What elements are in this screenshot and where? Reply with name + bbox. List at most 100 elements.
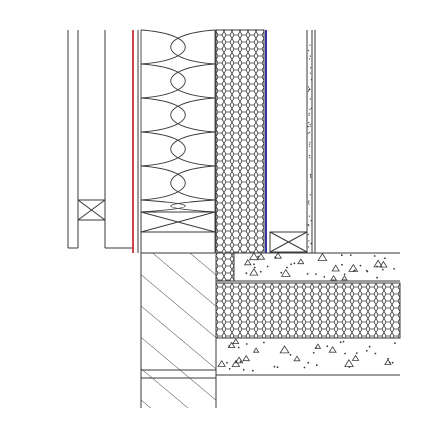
- stipple-dot: [307, 90, 309, 92]
- stipple-dot: [308, 225, 310, 227]
- stipple-dot: [308, 215, 311, 217]
- aggregate-dot: [306, 272, 309, 275]
- aggregate-triangle: [256, 252, 266, 260]
- aggregate-triangle: [248, 252, 259, 261]
- aggregate-dot: [226, 361, 228, 364]
- mineral-wool-insulation: [140, 29, 216, 253]
- aggregate-triangle: [273, 252, 283, 259]
- aggregate-triangle: [280, 268, 291, 277]
- aggregate-dot: [349, 254, 352, 257]
- aggregate-dot: [314, 273, 317, 276]
- stipple-dot: [307, 224, 309, 226]
- aggregate-dot: [245, 272, 248, 275]
- stipple-dot: [309, 194, 311, 196]
- aggregate-triangle: [351, 354, 360, 361]
- aggregate-dot: [262, 341, 265, 344]
- aggregate-dot: [341, 263, 343, 266]
- aggregate-triangle: [317, 252, 328, 261]
- aggregate-dot: [289, 353, 292, 356]
- aggregate-dot: [312, 351, 315, 354]
- stipple-dot: [310, 176, 312, 178]
- aggregate-dot: [352, 270, 355, 273]
- aggregate-triangle: [293, 355, 301, 362]
- stipple-dot: [308, 89, 310, 91]
- aggregate-triangle: [379, 260, 388, 268]
- aggregate-dot: [373, 255, 376, 257]
- aggregate-triangle: [227, 341, 236, 348]
- stipple-dot: [309, 123, 311, 125]
- aggregate-dot: [266, 265, 269, 268]
- aggregate-dot: [387, 357, 390, 360]
- aggregate-triangle: [249, 268, 259, 276]
- aggregate-triangle: [217, 359, 226, 367]
- aggregate-dot: [239, 360, 242, 363]
- aggregate-dot: [344, 352, 347, 355]
- aggregate-triangle: [297, 258, 305, 265]
- aggregate-dot: [303, 366, 306, 369]
- stipple-dot: [307, 233, 309, 236]
- aggregate-dot: [323, 275, 326, 278]
- stipple-dot: [309, 145, 311, 147]
- stipple-dot: [308, 246, 310, 248]
- stipple-dot: [308, 240, 310, 242]
- aggregate-dot: [307, 361, 310, 364]
- stipple-dot: [309, 125, 311, 127]
- aggregate-dot: [394, 342, 396, 345]
- aggregate-dot: [314, 347, 317, 349]
- lining-stipple: [307, 44, 312, 248]
- aggregate-dot: [290, 263, 293, 266]
- concrete-slab-top: [233, 252, 400, 282]
- inner-lining: [269, 30, 316, 253]
- aggregate-dot: [368, 345, 371, 348]
- stipple-dot: [307, 86, 310, 88]
- bottom-plate: [140, 211, 216, 254]
- aggregate-dot: [343, 273, 346, 276]
- stipple-dot: [308, 143, 311, 145]
- aggregate-dot: [286, 266, 288, 269]
- stipple-dot: [309, 72, 311, 74]
- concrete-wall: [140, 253, 217, 408]
- aggregate-dot: [293, 262, 296, 265]
- aggregate-dot: [237, 346, 240, 349]
- aggregate-triangle: [243, 259, 252, 266]
- concrete-aggregate-marks: [217, 252, 396, 372]
- aggregate-dot: [376, 265, 378, 268]
- aggregate-dot: [245, 343, 248, 345]
- aggregate-triangle: [314, 343, 322, 349]
- aggregate-dot: [339, 341, 342, 344]
- concrete-slab-bottom: [216, 337, 400, 376]
- stipple-dot: [310, 67, 312, 69]
- stipple-dot: [309, 44, 311, 46]
- aggregate-dot: [326, 345, 329, 348]
- stipple-dot: [309, 131, 311, 133]
- aggregate-dot: [365, 349, 368, 352]
- aggregate-dot: [253, 263, 255, 266]
- aggregate-dot: [228, 345, 231, 348]
- stipple-dot: [307, 201, 310, 203]
- stipple-dot: [309, 58, 311, 60]
- aggregate-dot: [257, 255, 260, 258]
- edge-insulation-block: [215, 252, 235, 282]
- slab-insulation: [215, 282, 401, 339]
- stipple-dot: [309, 98, 311, 100]
- aggregate-dot: [348, 366, 351, 368]
- aggregate-dot: [340, 254, 343, 257]
- aggregate-dot: [353, 269, 356, 272]
- aggregate-dot: [274, 256, 277, 259]
- aggregate-dot: [259, 270, 262, 273]
- aggregate-dot: [376, 276, 379, 279]
- aggregate-triangle: [234, 356, 244, 364]
- rigid-foam-insulation: [215, 29, 265, 254]
- stipple-dot: [308, 122, 310, 124]
- stipple-dot: [310, 242, 312, 244]
- stipple-dot: [310, 79, 312, 81]
- stipple-dot: [308, 203, 310, 205]
- stipple-dot: [309, 55, 311, 57]
- aggregate-dot: [374, 352, 377, 355]
- aggregate-dot: [381, 268, 384, 271]
- aggregate-triangle: [252, 347, 260, 353]
- aggregate-dot: [242, 368, 245, 371]
- batten-cross-section: [77, 199, 106, 221]
- aggregate-dot: [315, 364, 318, 367]
